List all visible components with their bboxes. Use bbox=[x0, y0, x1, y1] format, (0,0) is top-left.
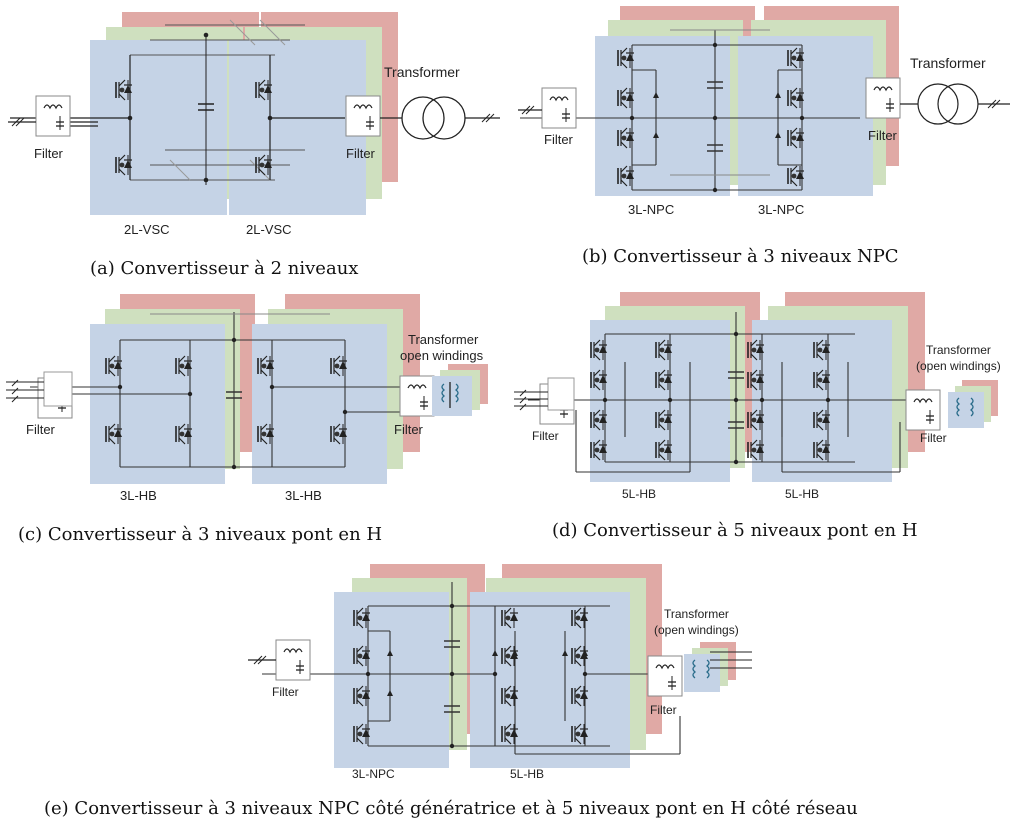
filter-label-a-left: Filter bbox=[34, 146, 64, 161]
diagram-b: Transformer Filter Filter 3L-NPC 3L-NPC bbox=[510, 0, 1016, 250]
converter-label-b-left: 3L-NPC bbox=[628, 202, 674, 217]
diagram-c: Transformer open windings Filter Filter … bbox=[0, 282, 510, 522]
filter-label-a-right: Filter bbox=[346, 146, 376, 161]
caption-e: (e) Convertisseur à 3 niveaux NPC côté g… bbox=[44, 798, 858, 819]
transformer-label-e-2: (open windings) bbox=[654, 623, 739, 637]
transformer-label-d-2: (open windings) bbox=[916, 359, 1001, 373]
caption-b: (b) Convertisseur à 3 niveaux NPC bbox=[582, 246, 899, 267]
filter-label-b-right: Filter bbox=[868, 128, 898, 143]
converter-label-d-right: 5L-HB bbox=[785, 487, 819, 501]
diagram-e: Transformer (open windings) Filter Filte… bbox=[240, 556, 780, 786]
converter-label-e-left: 3L-NPC bbox=[352, 767, 395, 781]
converter-label-e-right: 5L-HB bbox=[510, 767, 544, 781]
transformer-label-d-1: Transformer bbox=[926, 343, 991, 357]
converter-label-b-right: 3L-NPC bbox=[758, 202, 804, 217]
filter-label-c-left: Filter bbox=[26, 422, 56, 437]
transformer-label-b: Transformer bbox=[910, 55, 986, 71]
transformer-label-e-1: Transformer bbox=[664, 607, 729, 621]
filter-label-d-left: Filter bbox=[532, 429, 559, 443]
caption-d: (d) Convertisseur à 5 niveaux pont en H bbox=[552, 520, 918, 541]
converter-label-c-left: 3L-HB bbox=[120, 488, 157, 503]
converter-label-c-right: 3L-HB bbox=[285, 488, 322, 503]
filter-label-e-left: Filter bbox=[272, 685, 299, 699]
diagram-a: Transformer Filter Filter 2L-VSC 2L-VSC bbox=[0, 0, 510, 250]
filter-label-e-right: Filter bbox=[650, 703, 677, 717]
caption-a: (a) Convertisseur à 2 niveaux bbox=[90, 258, 359, 279]
converter-label-d-left: 5L-HB bbox=[622, 487, 656, 501]
filter-label-d-right: Filter bbox=[920, 431, 947, 445]
converter-label-a-left: 2L-VSC bbox=[124, 222, 170, 237]
transformer-label-c-2: open windings bbox=[400, 348, 484, 363]
diagram-d: Transformer (open windings) Filter Filte… bbox=[510, 282, 1016, 522]
transformer-label-a: Transformer bbox=[384, 64, 460, 80]
converter-label-a-right: 2L-VSC bbox=[246, 222, 292, 237]
filter-label-b-left: Filter bbox=[544, 132, 574, 147]
filter-label-c-right: Filter bbox=[394, 422, 424, 437]
transformer-label-c-1: Transformer bbox=[408, 332, 479, 347]
caption-c: (c) Convertisseur à 3 niveaux pont en H bbox=[18, 524, 383, 545]
